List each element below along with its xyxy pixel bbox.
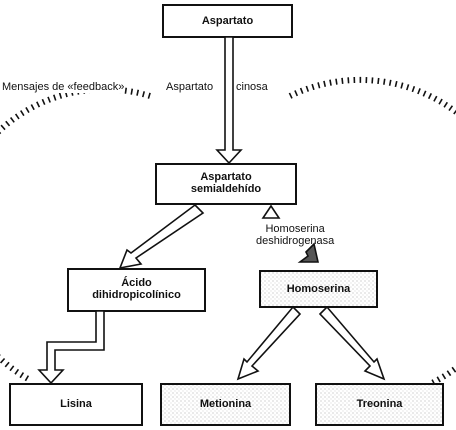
label-enzyme-cinosa: cinosa [236, 81, 268, 93]
arrow-aspartato-to-semialdehido [215, 36, 243, 165]
node-treonina: Treonina [356, 398, 403, 410]
arrow-homoserina-to-treonina [318, 305, 386, 381]
arrow-semialdehido-to-acido [118, 203, 205, 270]
arrow-semialdehido-to-homoserina [261, 204, 319, 263]
arrow-homoserina-to-metionina [236, 305, 302, 381]
node-homoserina: Homoserina [286, 283, 351, 295]
node-box-treonina [315, 383, 444, 426]
node-aspartato-semialdehido: Aspartato semialdehído [190, 171, 262, 195]
arrow-acido-to-lisina [37, 310, 105, 385]
label-enzyme-homoserina-deshidrogenasa: Homoserina deshidrogenasa [256, 223, 335, 247]
label-feedback: Mensajes de «feedback» [2, 81, 125, 93]
node-box-acido-dihidropicolinico [67, 268, 206, 312]
node-box-lisina [9, 383, 143, 426]
node-box-homoserina [259, 270, 378, 308]
node-metionina: Metionina [199, 398, 252, 410]
node-box-aspartato-semialdehido [155, 163, 297, 205]
node-box-metionina [160, 383, 291, 426]
node-aspartato: Aspartato [201, 15, 254, 27]
node-acido-dihidropicolinico: Ácido dihidropicolínico [92, 277, 181, 301]
node-lisina: Lisina [60, 398, 92, 410]
feedback-arc-left [0, 86, 151, 383]
label-enzyme-aspartato: Aspartato [166, 81, 214, 93]
